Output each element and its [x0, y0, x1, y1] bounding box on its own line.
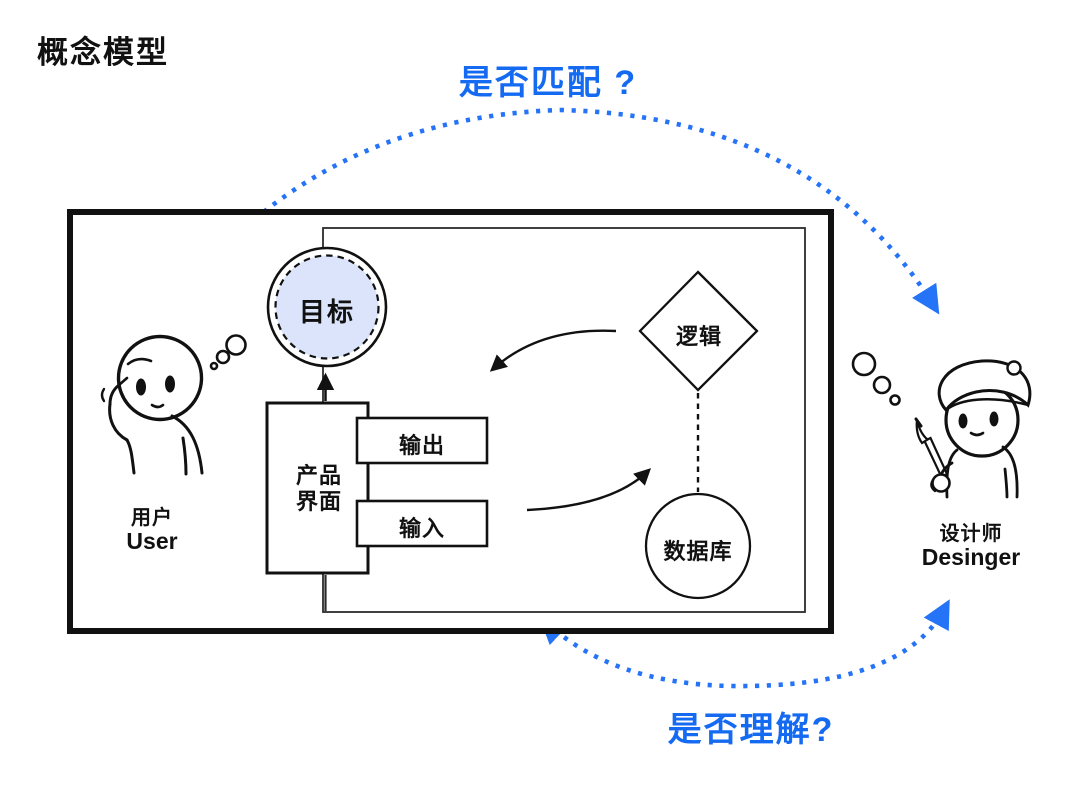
- product-interface-label: 产品界面: [279, 463, 359, 515]
- input-label: 输入: [398, 516, 445, 541]
- understand-question-arrow: [538, 599, 950, 689]
- logic-diamond: [638, 270, 759, 392]
- paintbrush-icon: [914, 417, 949, 479]
- designer-thought-bubbles: [851, 351, 901, 406]
- database-node: [644, 492, 752, 600]
- input-to-database-arrow: [526, 468, 652, 512]
- logic-feedback-arrow: [489, 329, 617, 372]
- database-label: 数据库: [663, 539, 733, 564]
- designer-label-en: Desinger: [921, 544, 1021, 570]
- user-thought-bubbles: [209, 334, 247, 371]
- page-title: 概念模型: [37, 35, 169, 70]
- product-interface-label-line2: 界面: [295, 489, 342, 514]
- designer-character-illustration: [851, 351, 1032, 499]
- output-label: 输出: [398, 433, 445, 458]
- designer-label-zh: 设计师: [939, 523, 1003, 545]
- user-character-illustration: [100, 334, 247, 476]
- product-interface-label-line1: 产品: [295, 463, 342, 488]
- output-box: [355, 416, 489, 465]
- match-question-label: 是否匹配 ?: [458, 64, 638, 102]
- product-interface-box: [265, 401, 370, 575]
- goal-label: 目标: [298, 297, 355, 327]
- user-label-en: User: [126, 528, 178, 554]
- beret-icon: [937, 359, 1032, 413]
- understand-question-label: 是否理解?: [667, 711, 835, 749]
- goal-node: [266, 246, 388, 368]
- user-label-zh: 用户: [131, 507, 173, 529]
- logic-label: 逻辑: [675, 324, 722, 349]
- match-question-arrow: [160, 107, 940, 323]
- input-box: [355, 499, 489, 548]
